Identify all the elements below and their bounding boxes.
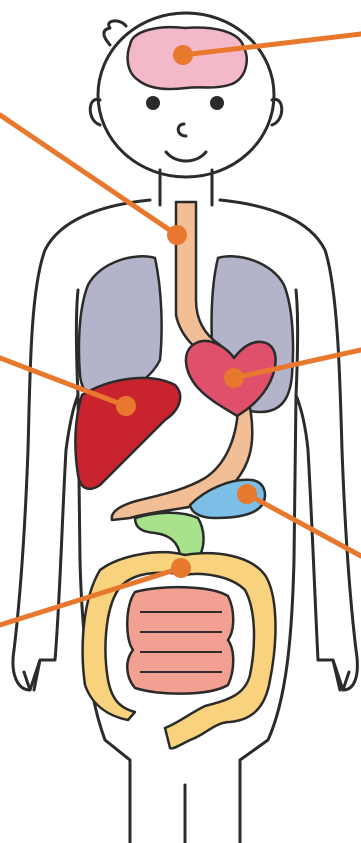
face bbox=[146, 96, 224, 161]
leader-dot-intestines bbox=[171, 558, 191, 578]
mouth bbox=[166, 152, 206, 161]
nose bbox=[178, 124, 186, 136]
leader-dot-esophagus bbox=[167, 225, 187, 245]
leader-dot-liver bbox=[116, 396, 136, 416]
right-eye bbox=[210, 96, 224, 110]
intestine-icon bbox=[83, 552, 276, 748]
duodenum-icon bbox=[135, 513, 204, 555]
leader-dot-brain bbox=[173, 45, 193, 65]
left-eye bbox=[146, 96, 160, 110]
leader-esophagus bbox=[0, 115, 177, 235]
leader-dot-heart bbox=[224, 368, 244, 388]
leader-dot-pancreas bbox=[237, 484, 257, 504]
